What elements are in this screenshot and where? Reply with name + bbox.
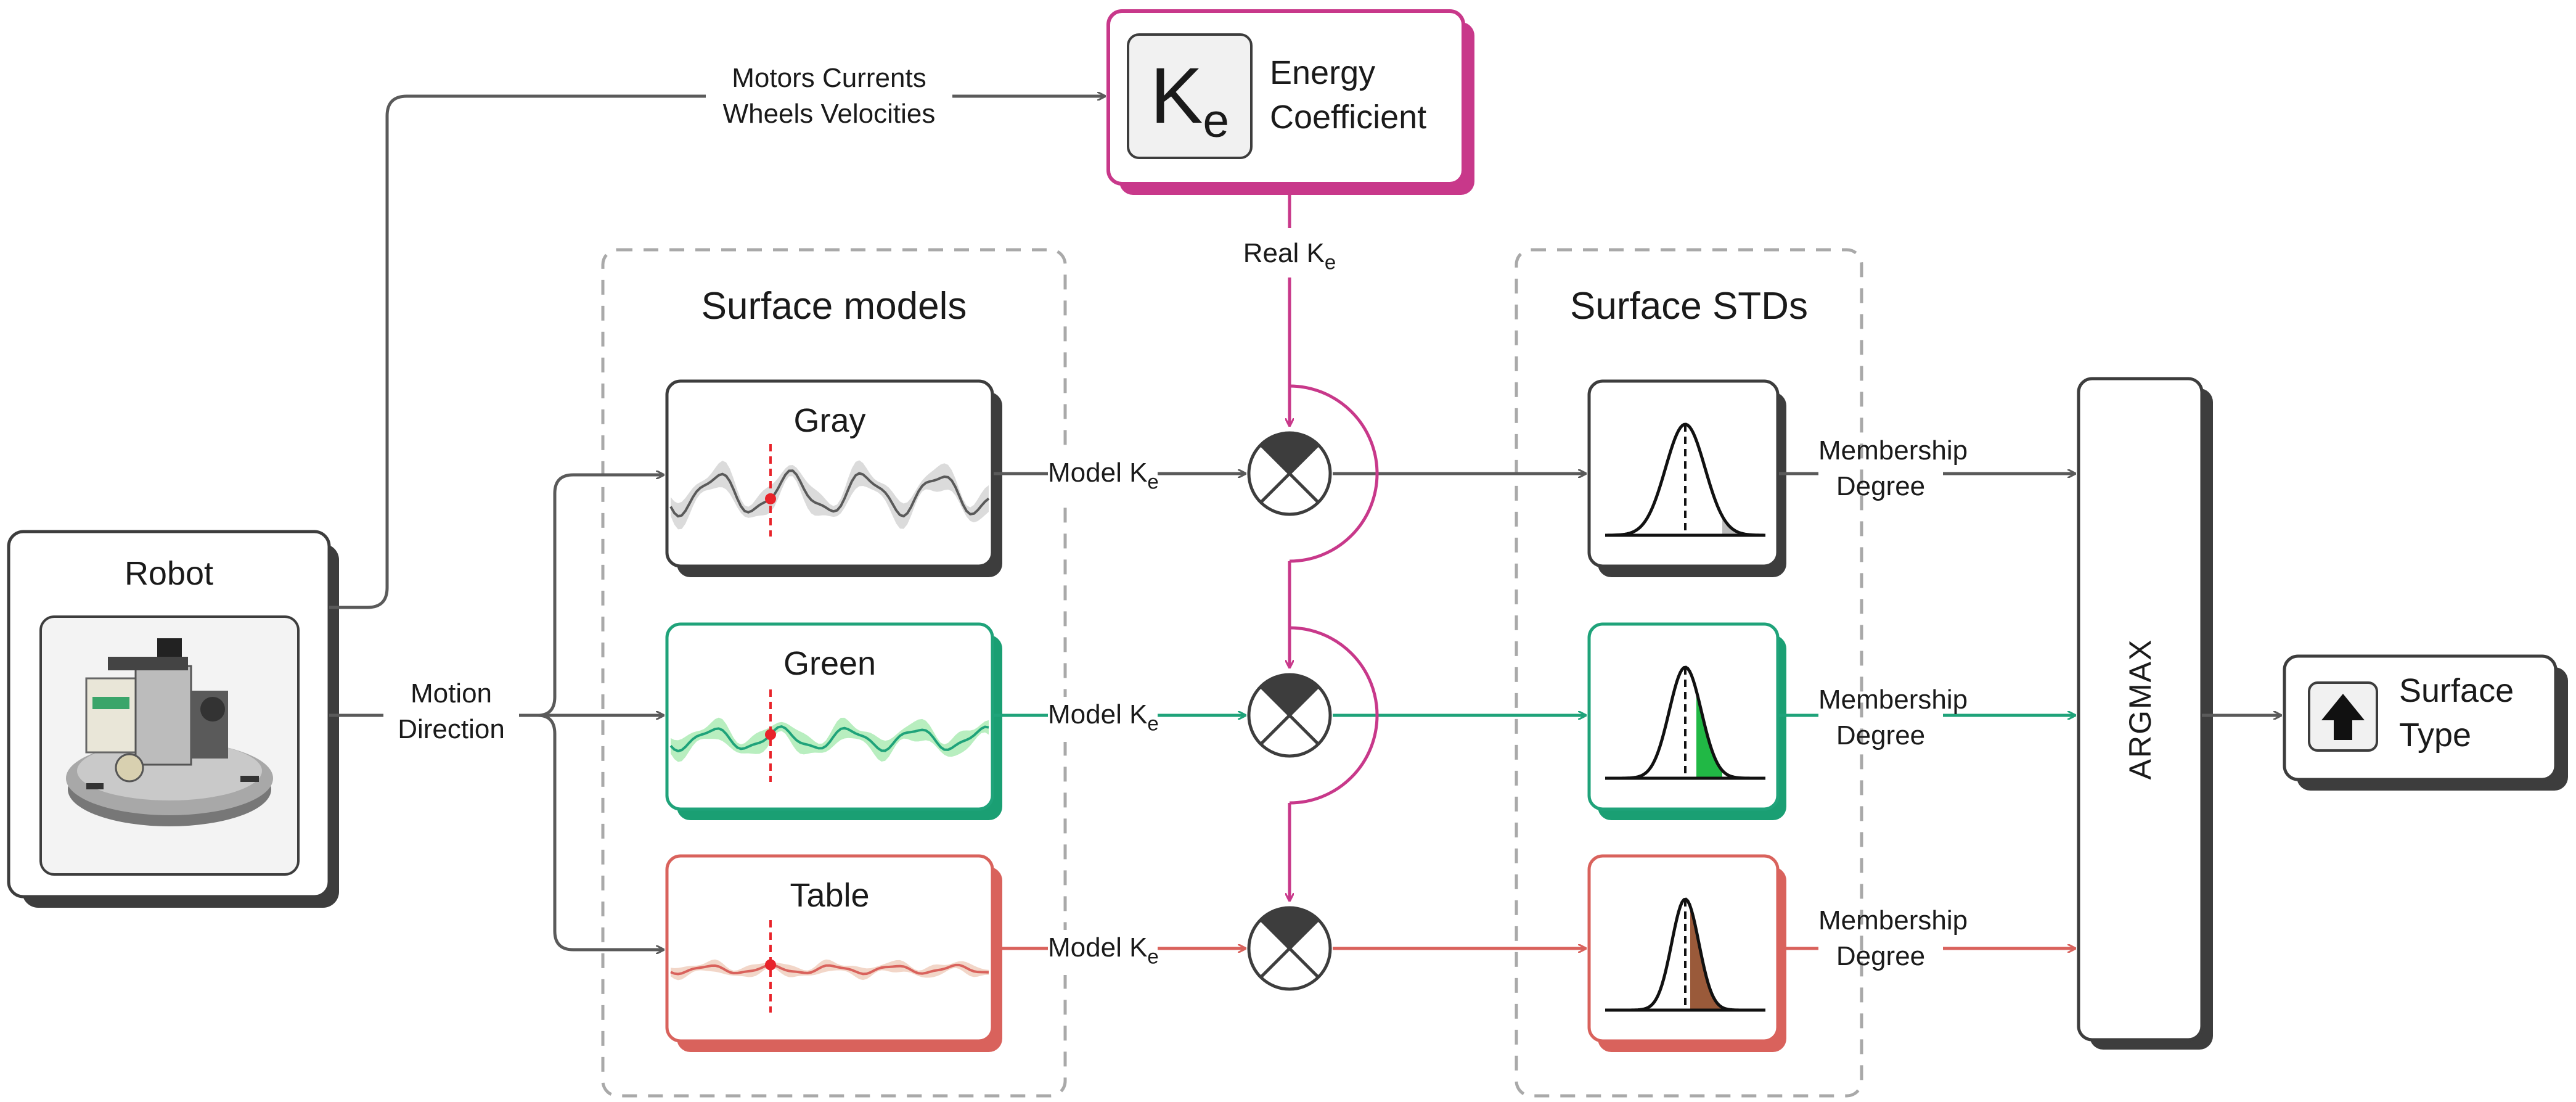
gray-model-curve (669, 444, 990, 537)
wheels-velocities-label: Wheels Velocities (722, 99, 936, 129)
model-mean-line (669, 725, 989, 753)
motors-currents-label: Motors Currents (732, 63, 926, 93)
surface-models-title: Surface models (701, 285, 967, 327)
model-card-gray (665, 379, 1002, 577)
model-ke-label-table: Model Ke (1048, 930, 1159, 975)
surface-stds-group (1515, 248, 1863, 1098)
up-arrow-icon (2321, 694, 2365, 740)
green-model-curve (669, 689, 989, 782)
model-ke-label-green: Model Ke (1048, 697, 1159, 742)
energy-symbol: Ke (1150, 52, 1230, 148)
energy-label-line2: Coefficient (1270, 99, 1427, 136)
table-model-title: Table (790, 877, 870, 914)
membership-area (1696, 691, 1722, 778)
membership-label-gray-2: Degree (1836, 471, 1926, 501)
std-card-green (1587, 622, 1786, 820)
membership-area (1722, 516, 1753, 535)
surface-type-line2: Type (2399, 717, 2472, 754)
surface-stds-title: Surface STDs (1570, 285, 1808, 327)
comparator-icon-table (1247, 906, 1332, 991)
membership-label-green-2: Degree (1836, 720, 1926, 750)
table-model-curve (670, 920, 989, 1013)
membership-label-table-1: Membership (1818, 905, 1968, 935)
model-confidence-band (671, 959, 989, 981)
membership-label-green-1: Membership (1818, 685, 1968, 715)
model-ke-label-gray: Model Ke (1048, 455, 1159, 500)
model-card-table (665, 854, 1002, 1052)
table-std-gaussian (1605, 897, 1765, 1012)
energy-coefficient-box (1106, 9, 1474, 195)
direction-label: Direction (398, 714, 505, 744)
connectors (329, 96, 2281, 950)
surface-type-line1: Surface (2399, 672, 2514, 709)
argmax-box (2077, 377, 2213, 1050)
membership-label-gray-1: Membership (1818, 435, 1968, 466)
robot-title: Robot (124, 555, 214, 592)
motion-label: Motion (410, 678, 493, 709)
comparator-icon-gray (1247, 431, 1332, 516)
robot-image (66, 638, 273, 826)
argmax-label: ARGMAX (2123, 638, 2157, 780)
comparator-icon-green (1247, 673, 1332, 758)
model-confidence-band (671, 717, 989, 762)
real-ke-label: Real Ke (1243, 238, 1336, 274)
energy-label-line1: Energy (1270, 54, 1376, 91)
membership-label-table-2: Degree (1836, 941, 1926, 971)
green-std-gaussian (1605, 665, 1765, 780)
gray-std-gaussian (1605, 422, 1765, 537)
model-mean-line (669, 469, 990, 518)
current-point (765, 493, 776, 504)
surface-models-group (601, 248, 1067, 1098)
surface-type-box (2283, 654, 2568, 791)
std-card-gray (1587, 379, 1786, 577)
current-point (765, 729, 776, 741)
model-mean-line (670, 963, 989, 976)
green-model-title: Green (783, 645, 877, 682)
membership-area (1690, 906, 1722, 1010)
current-point (765, 959, 776, 971)
std-card-table (1587, 854, 1786, 1052)
gray-model-title: Gray (793, 402, 866, 439)
